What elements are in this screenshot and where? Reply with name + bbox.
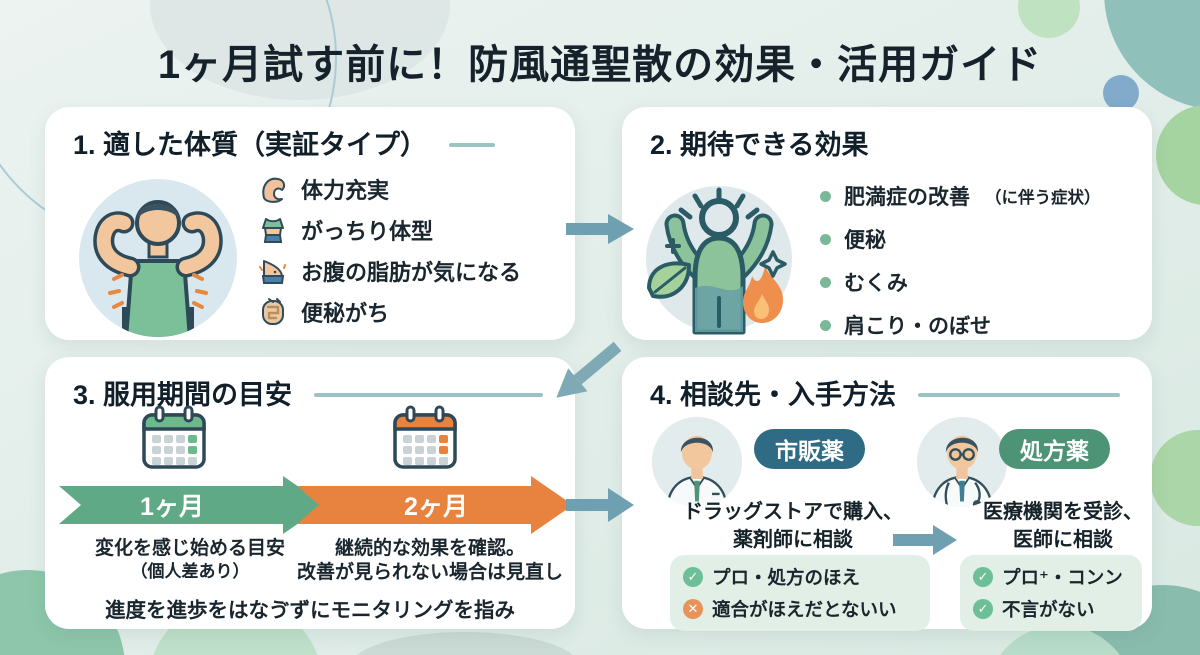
heading-accent-line bbox=[449, 142, 496, 147]
bullet-label: 肩こり・のぼせ bbox=[844, 315, 991, 338]
otc-desc-line1: ドラッグストアで購入、 bbox=[683, 501, 903, 523]
panel1-to-panel2-arrow-icon bbox=[566, 214, 634, 244]
heading-accent-line bbox=[918, 392, 1120, 397]
energized-person-illustration bbox=[646, 186, 792, 335]
rx-points-box: プロ⁺・コンン 不言がない bbox=[960, 555, 1142, 631]
bg-circle-green-right bbox=[1156, 105, 1200, 205]
calendar-orange-icon bbox=[393, 405, 457, 469]
panel2-heading: 2. 期待できる効果 bbox=[650, 130, 869, 160]
panel1-heading: 1. 適した体質（実証タイプ） bbox=[73, 130, 428, 160]
rx-desc-line1: 医療機関を受診、 bbox=[983, 501, 1143, 523]
panel-dosage-period: 3. 服用期間の目安 bbox=[45, 357, 575, 629]
pharmacist-avatar bbox=[651, 416, 743, 508]
otc-to-rx-arrow-icon bbox=[893, 525, 957, 555]
cross-icon bbox=[683, 599, 703, 619]
list-item: がっちり体型 bbox=[257, 214, 521, 246]
list-item: 便秘がち bbox=[257, 296, 521, 328]
page-title: 1ヶ月試す前に！防風通聖散の効果・活用ガイド bbox=[157, 43, 1043, 87]
item-label: 体力充実 bbox=[301, 178, 390, 203]
otc-desc-line2: 薬剤師に相談 bbox=[733, 529, 853, 551]
otc-badge: 市販薬 bbox=[754, 429, 865, 469]
panel3-heading-row: 3. 服用期間の目安 bbox=[45, 357, 575, 412]
phase2-desc-line2: 改善が見られない場合は見直し bbox=[296, 561, 563, 583]
biceps-icon bbox=[262, 177, 286, 203]
bullet-note: （に伴う症状） bbox=[985, 189, 1101, 207]
bullet-label: むくみ bbox=[844, 272, 908, 295]
panel1-heading-row: 1. 適した体質（実証タイプ） bbox=[45, 107, 575, 162]
bullet-label: 肥満症の改善 bbox=[844, 186, 970, 209]
muscular-man-illustration bbox=[79, 179, 237, 337]
check-icon bbox=[683, 567, 703, 587]
doctor-avatar bbox=[916, 416, 1008, 508]
phase1-desc-line2: （個人差あり） bbox=[130, 561, 250, 581]
item-label: 便秘がち bbox=[301, 301, 390, 326]
check-icon bbox=[973, 599, 993, 619]
phase2-desc-line1: 継続的な効果を確認。 bbox=[334, 538, 525, 559]
panel4-heading: 4. 相談先・入手方法 bbox=[650, 380, 897, 410]
rx-desc-line2: 医師に相談 bbox=[1013, 529, 1113, 551]
phase1-arrow-label: 1ヶ月 bbox=[140, 493, 204, 521]
rx-badge: 処方薬 bbox=[999, 429, 1110, 469]
phase2-arrow bbox=[297, 476, 573, 534]
bg-circle-blue-top-right bbox=[1103, 75, 1139, 111]
panel3-heading: 3. 服用期間の目安 bbox=[73, 380, 293, 410]
calendar-green-icon bbox=[142, 405, 206, 469]
point-row: 不言がない bbox=[973, 596, 1129, 622]
panel1-item-list: 体力充実 がっちり体型 お腹の脂肪が気になる bbox=[257, 173, 521, 328]
torso-icon bbox=[262, 218, 284, 243]
otc-points-box: プロ・処方のほえ 適合がほえだとないい bbox=[670, 555, 930, 631]
heading-accent-line bbox=[314, 392, 543, 397]
point-row: プロ⁺・コンン bbox=[973, 564, 1129, 590]
panel2-to-panel3-arrow-icon bbox=[556, 341, 622, 398]
otc-description: ドラッグストアで購入、 薬剤師に相談 bbox=[643, 498, 943, 554]
bullet-dot-icon bbox=[820, 276, 831, 288]
phase1-arrow bbox=[59, 476, 325, 534]
bullet-item: むくみ bbox=[820, 267, 1101, 297]
panel-suitable-constitution: 1. 適した体質（実証タイプ） bbox=[45, 107, 575, 340]
point-text: プロ⁺・コンン bbox=[1002, 567, 1123, 588]
point-text: 適合がほえだとないい bbox=[712, 599, 897, 620]
phase1-desc-line1: 変化を感じ始める目安 bbox=[94, 538, 285, 559]
panel3-footnote: 進度を進歩をはなゔずにモニタリングを指み bbox=[105, 599, 515, 622]
bg-blob-bottom-center bbox=[350, 632, 580, 655]
bullet-label: 便秘 bbox=[844, 229, 886, 252]
list-item: お腹の脂肪が気になる bbox=[257, 255, 521, 287]
phase2-arrow-label: 2ヶ月 bbox=[404, 493, 468, 521]
panel2-bullet-list: 肥満症の改善 （に伴う症状） 便秘 むくみ 肩こり・のぼせ bbox=[820, 181, 1101, 340]
point-row: プロ・処方のほえ bbox=[683, 564, 917, 590]
item-label: がっちり体型 bbox=[301, 219, 434, 244]
bullet-dot-icon bbox=[820, 190, 831, 202]
panel-where-to-get: 4. 相談先・入手方法 市販薬 bbox=[622, 357, 1152, 631]
item-label: お腹の脂肪が気になる bbox=[301, 260, 522, 285]
panel-expected-effects: 2. 期待できる効果 bbox=[622, 107, 1152, 340]
panel3-to-panel4-arrow-icon bbox=[566, 488, 634, 522]
panel2-heading-row: 2. 期待できる効果 bbox=[622, 107, 1152, 162]
gut-icon bbox=[262, 298, 284, 325]
point-text: 不言がない bbox=[1002, 599, 1095, 620]
bullet-dot-icon bbox=[820, 233, 831, 245]
point-text: プロ・処方のほえ bbox=[712, 567, 861, 588]
check-icon bbox=[973, 567, 993, 587]
bullet-item: 肩こり・のぼせ bbox=[820, 310, 1101, 340]
belly-icon bbox=[259, 260, 286, 284]
list-item: 体力充実 bbox=[257, 173, 521, 205]
panel4-heading-row: 4. 相談先・入手方法 bbox=[622, 357, 1152, 412]
bullet-item: 肥満症の改善 （に伴う症状） bbox=[820, 181, 1101, 211]
bullet-dot-icon bbox=[820, 319, 831, 331]
point-row: 適合がほえだとないい bbox=[683, 596, 917, 622]
bullet-item: 便秘 bbox=[820, 224, 1101, 254]
rx-description: 医療機関を受診、 医師に相談 bbox=[913, 498, 1200, 554]
phase1-description: 変化を感じ始める目安 （個人差あり） bbox=[60, 537, 320, 582]
phase2-description: 継続的な効果を確認。 改善が見られない場合は見直し bbox=[290, 537, 570, 585]
